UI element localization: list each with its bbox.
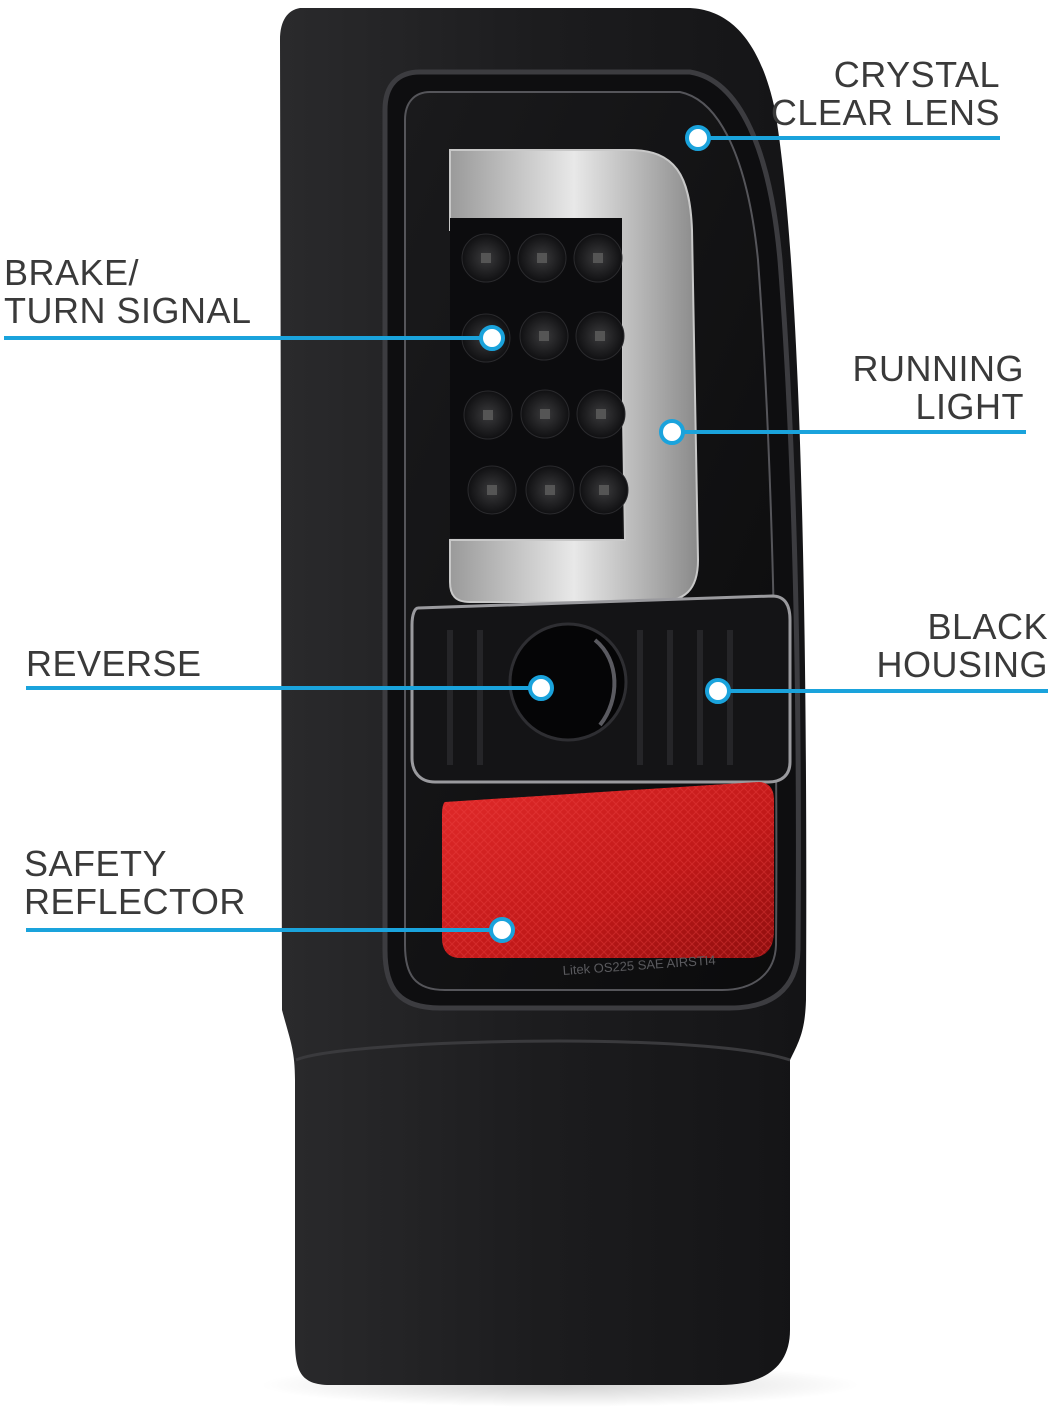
label-running-light-line1: RUNNING — [852, 348, 1024, 389]
dot-running-light — [659, 419, 685, 445]
label-safety-reflector: SAFETY REFLECTOR — [24, 845, 246, 921]
reverse-bulb-highlight — [593, 638, 617, 727]
running-light-tube — [449, 149, 700, 603]
dot-brake-turn-signal — [479, 325, 505, 351]
callout-dots — [479, 125, 731, 943]
label-reverse: REVERSE — [26, 645, 202, 683]
led-row-3 — [463, 389, 626, 440]
label-crystal-clear-lens-line1: CRYSTAL — [833, 54, 1000, 95]
label-reverse-line1: REVERSE — [26, 643, 202, 684]
label-crystal-clear-lens: CRYSTAL CLEAR LENS — [771, 56, 1000, 132]
led-row-1 — [461, 233, 623, 283]
label-black-housing-line1: BLACK — [927, 606, 1048, 647]
label-brake-turn-signal: BRAKE/ TURN SIGNAL — [4, 254, 252, 330]
label-brake-turn-signal-line2: TURN SIGNAL — [4, 290, 252, 331]
callout-lines — [4, 136, 1048, 932]
label-safety-reflector-line2: REFLECTOR — [24, 881, 246, 922]
led-row-4 — [467, 465, 629, 515]
label-black-housing-line2: HOUSING — [876, 644, 1048, 685]
reverse-ribs — [447, 630, 733, 765]
dot-black-housing — [705, 678, 731, 704]
dot-reverse — [528, 675, 554, 701]
label-running-light: RUNNING LIGHT — [853, 350, 1025, 426]
housing-chin-edge — [295, 1039, 791, 1062]
reverse-bulb-reflector — [508, 622, 628, 742]
reflector-texture — [442, 782, 774, 958]
label-safety-reflector-line1: SAFETY — [24, 843, 168, 884]
dot-safety-reflector — [489, 917, 515, 943]
dot-crystal-clear-lens — [685, 125, 711, 151]
label-black-housing: BLACK HOUSING — [876, 608, 1048, 684]
label-brake-turn-signal-line1: BRAKE/ — [4, 252, 140, 293]
label-crystal-clear-lens-line2: CLEAR LENS — [770, 92, 1000, 133]
label-running-light-line2: LIGHT — [915, 386, 1024, 427]
